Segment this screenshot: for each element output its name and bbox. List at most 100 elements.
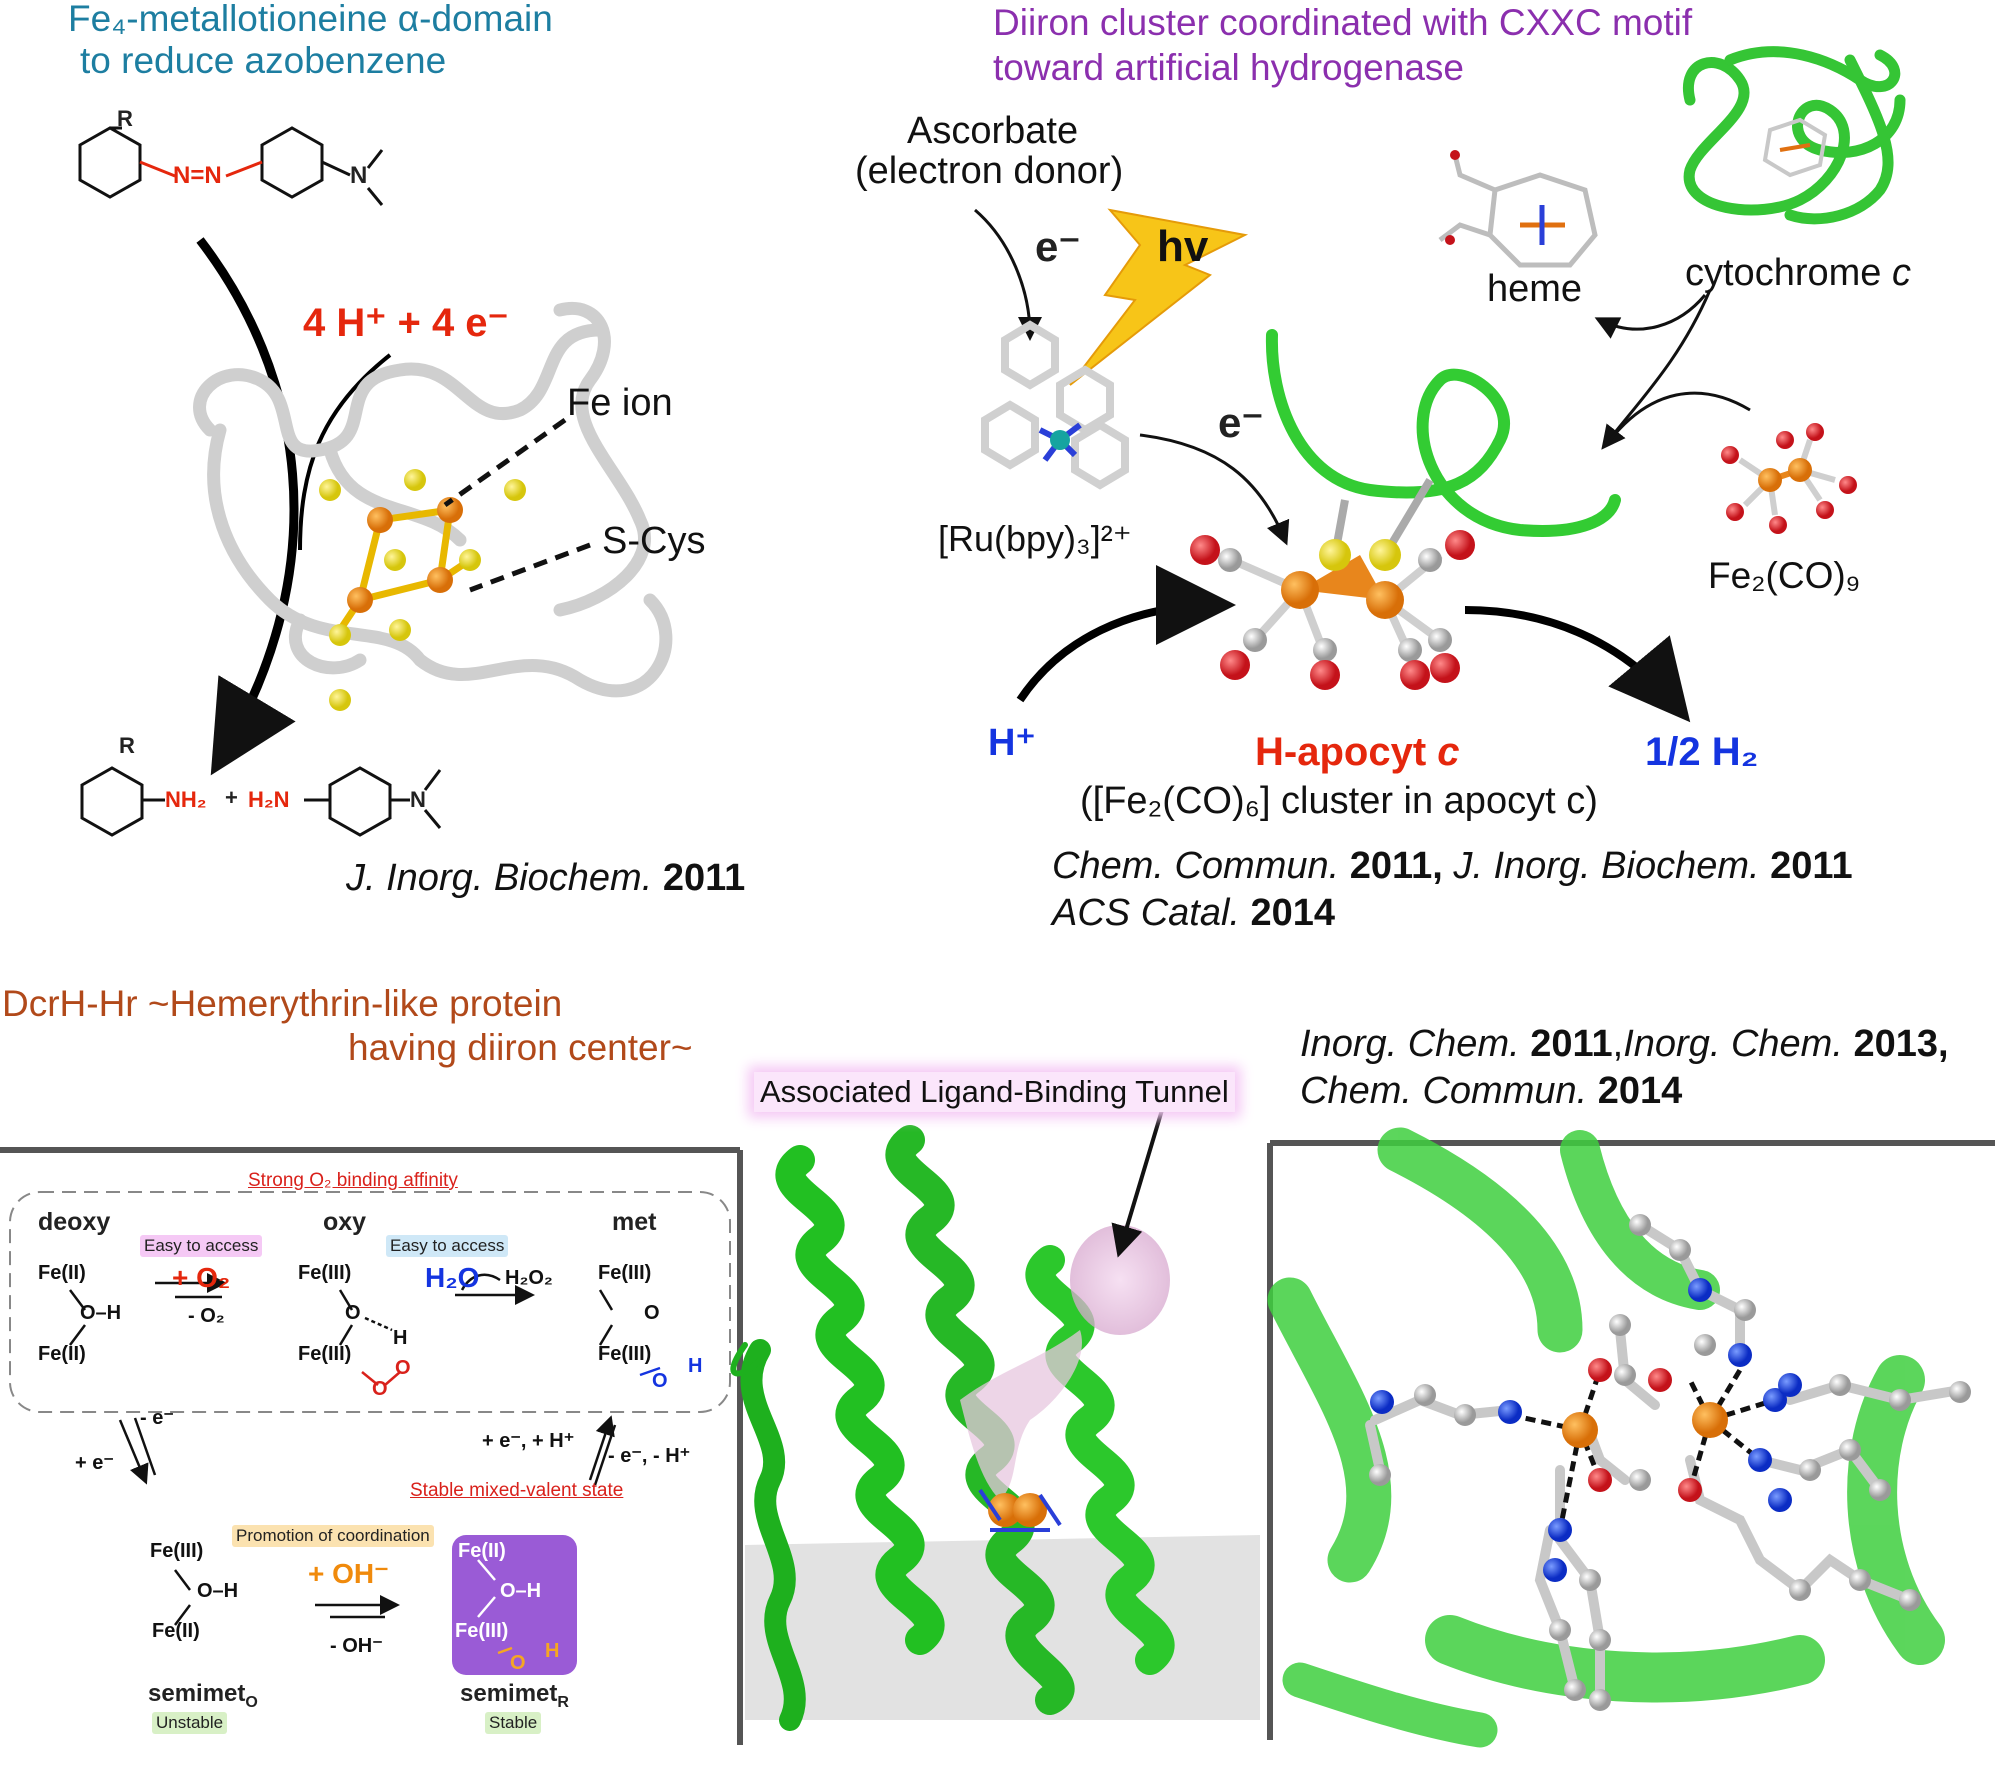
azobenzene-structure: [78, 126, 384, 206]
h2o2-label: H₂O₂: [505, 1267, 553, 1289]
hydrogenase-title-line2: toward artificial hydrogenase: [993, 47, 1464, 88]
metallothionein-ribbon: [193, 302, 673, 698]
met-fe-upper: Fe(III): [598, 1262, 652, 1284]
s-cys-label: S-Cys: [602, 520, 706, 562]
product-plus: +: [225, 785, 238, 810]
plus-e-plus-h: + e⁻, + H⁺: [482, 1430, 575, 1452]
scheme-bonds: [69, 1273, 617, 1626]
met-o: O: [644, 1302, 660, 1324]
fe2co9-molecule: [1721, 423, 1857, 534]
fe-ion-pointer: [443, 417, 567, 508]
cytochrome-heme-core: [1762, 117, 1828, 178]
reaction-equation: 4 H⁺ + 4 e⁻: [303, 301, 509, 345]
h2o-label: H₂O: [425, 1262, 480, 1293]
electron-donor-label: (electron donor): [855, 150, 1124, 192]
semimet-o-oh: O–H: [197, 1580, 239, 1602]
electron-label-1: e⁻: [1035, 223, 1081, 270]
dimethylamino-n: N: [350, 162, 368, 189]
dcrh-title-line2: having diiron center~: [348, 1027, 693, 1068]
proton-arrow: [1016, 565, 1236, 703]
fe2co9-arrow: [1608, 391, 1751, 441]
diiron-sphere-1: [988, 1493, 1022, 1527]
apocyt-arrow: [1601, 289, 1712, 450]
oxy-fe-upper: Fe(III): [298, 1262, 352, 1284]
product-h2n: H₂N: [248, 787, 290, 812]
minus-oh: - OH⁻: [330, 1635, 383, 1657]
peroxo-bonds: [361, 1371, 401, 1386]
minus-o2: - O₂: [188, 1305, 225, 1327]
semimet-o-fe-lower: Fe(II): [152, 1620, 200, 1642]
mt-title-line2: to reduce azobenzene: [80, 40, 447, 81]
unstable-tag: Unstable: [152, 1712, 228, 1734]
plus-o2: + O₂: [172, 1262, 231, 1293]
met-label: met: [612, 1208, 657, 1236]
semimet-o-fe-upper: Fe(III): [150, 1540, 204, 1562]
promotion-tag: Promotion of coordination: [232, 1525, 434, 1547]
heme-extraction-arrow: [1594, 294, 1707, 339]
plus-oh: + OH⁻: [308, 1558, 389, 1589]
deoxy-label: deoxy: [38, 1208, 111, 1236]
fe-ion-label: Fe ion: [567, 382, 673, 424]
mt-title-line1: Fe₄-metallotioneine α-domain: [68, 0, 553, 39]
diiron-sphere-2: [1013, 1493, 1047, 1527]
ascorbate-arrow: [974, 208, 1042, 341]
dcrh-citation-2: Chem. Commun. 2014: [1300, 1070, 1683, 1112]
azo-n-n: N=N: [173, 162, 222, 189]
semimet-r-hydroxo-h: H: [545, 1640, 560, 1662]
h-apocyt-c-label: H-apocyt c: [1255, 730, 1460, 774]
ru-to-cluster-arrow: [1139, 433, 1290, 546]
semimet-r-oh: O–H: [500, 1580, 542, 1602]
fe-s-cluster: [319, 469, 526, 711]
cytochrome-c-label: cytochrome c: [1685, 252, 1911, 294]
easy-access-tag-2: Easy to access: [386, 1235, 509, 1257]
ascorbate-label: Ascorbate: [907, 110, 1079, 152]
cytochrome-c-protein: [1682, 46, 1906, 225]
mt-citation: J. Inorg. Biochem. 2011: [346, 857, 746, 899]
tunnel-label: Associated Ligand-Binding Tunnel: [754, 1072, 1235, 1112]
oxy-label: oxy: [323, 1208, 367, 1236]
semimet-r-hydroxo: [497, 1646, 513, 1655]
ru-bpy-label: [Ru(bpy)₃]²⁺: [938, 518, 1132, 559]
half-h2-label: 1/2 H₂: [1645, 730, 1759, 774]
semimet-r-hydroxo-o: O: [510, 1652, 526, 1674]
stable-mixed-label: Stable mixed-valent state: [410, 1480, 624, 1501]
cluster-description: ([Fe₂(CO)₆] cluster in apocyt c): [1080, 780, 1598, 822]
proton-label: H⁺: [988, 722, 1036, 764]
deoxy-oh: O–H: [80, 1302, 122, 1324]
dcrh-title-line1: DcrH-Hr ~Hemerythrin-like protein: [2, 983, 563, 1024]
electron-transfer-arrow: [298, 353, 392, 551]
oxy-fe-lower: Fe(III): [298, 1343, 352, 1365]
fe2co9-label: Fe₂(CO)₉: [1708, 555, 1861, 596]
reduction-arrow: [196, 237, 299, 776]
hydrogenase-title-line1: Diiron cluster coordinated with CXXC mot…: [993, 2, 1693, 43]
electron-label-2: e⁻: [1218, 399, 1264, 446]
tunnel-pointer: [1111, 1099, 1167, 1258]
active-site-model: [1365, 1214, 1971, 1711]
diiron-cluster: [1190, 477, 1475, 690]
hydrogenase-citation-1: Chem. Commun. 2011, J. Inorg. Biochem. 2…: [1052, 845, 1853, 887]
h2-release-arrow: [1464, 606, 1691, 723]
lightning-bolt: [1069, 208, 1249, 386]
semimet-o-label: semimetO: [148, 1680, 258, 1711]
stable-tag: Stable: [485, 1712, 542, 1734]
ru-bpy-complex: [981, 320, 1129, 490]
deoxy-fe-lower: Fe(II): [38, 1343, 86, 1365]
met-hydroxo-bond: [639, 1366, 661, 1377]
aniline-product: [80, 766, 442, 837]
active-site-sticks: [978, 1488, 1062, 1532]
strong-o2-label: Strong O₂ binding affinity: [248, 1170, 458, 1191]
tunnel-mesh-upper: [1070, 1225, 1170, 1335]
oxy-peroxo-o1: O: [372, 1378, 388, 1400]
heme-label: heme: [1487, 268, 1583, 310]
apocyt-c-ribbon: [1265, 329, 1621, 537]
product-substituent-r: R: [119, 733, 135, 758]
o2-binding-box: [9, 1191, 731, 1413]
semimet-r-label: semimetR: [460, 1680, 569, 1711]
heme-molecule: [1438, 150, 1598, 268]
product-nh2: NH₂: [165, 787, 207, 812]
substituent-r: R: [117, 106, 133, 131]
met-hydroxo-o: O: [652, 1370, 668, 1392]
dcrh-citation-1: Inorg. Chem. 2011,Inorg. Chem. 2013,: [1300, 1023, 1949, 1065]
product-dimethylamino-n: N: [410, 787, 426, 812]
